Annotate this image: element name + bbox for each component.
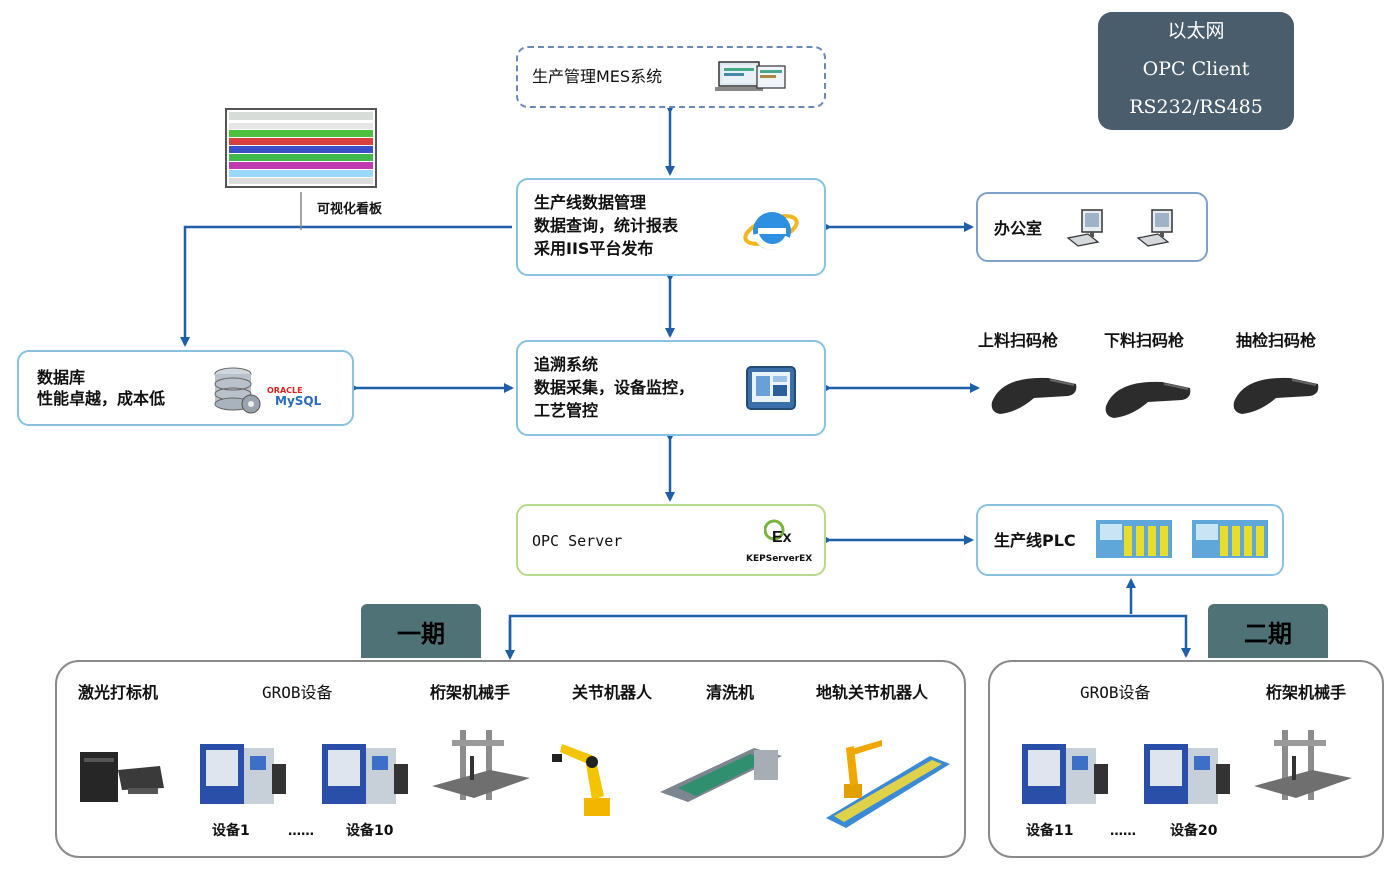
kepserver-logo-mark: Ex [772,529,792,546]
phase2-badge: 二期 [1208,604,1328,658]
grob-machine-icon [322,744,408,804]
data-mgmt-line3: 采用IIS平台发布 [534,239,654,258]
device20-label: 设备20 [1170,823,1218,839]
washer-label: 清洗机 [706,683,755,702]
device-ellipsis-phase2: …… [1110,824,1136,839]
barcode-scanner-icon [991,377,1077,414]
barcode-scanner-icon [1233,377,1319,414]
mes-label: 生产管理MES系统 [532,67,663,86]
database-line1: 数据库 [37,368,86,387]
grob-machine-icon [1144,744,1230,804]
grob-label: GROB设备 [262,683,333,702]
articulated-robot-icon [552,744,610,816]
robot-label: 关节机器人 [572,683,653,702]
legend-ethernet: 以太网 [1167,20,1225,42]
legend-box: 以太网 OPC Client RS232/RS485 [1098,12,1294,130]
database-box: 数据库 性能卓越，成本低 ORACLE MySQL [17,350,354,426]
phase1-badge: 一期 [361,604,481,658]
opc-server-box: OPC Server Ex KEPServerEX [516,504,826,576]
grob-machine-icon [1022,744,1108,804]
scanner-load-label: 上料扫码枪 [978,331,1059,350]
barcode-scanner-icon [1105,381,1191,418]
rail-robot-icon [826,740,950,828]
gantry-robot-icon [1254,730,1352,800]
dashboard-label: 可视化看板 [317,202,383,217]
legend-opc-client: OPC Client [1142,58,1250,80]
trace-line1: 追溯系统 [534,355,599,374]
rail-robot-label: 地轨关节机器人 [816,683,929,702]
device11-label: 设备11 [1026,823,1074,839]
plc-module-icon [1096,520,1172,558]
kepserver-logo-icon: Ex [764,519,792,546]
computer-icon [1066,209,1103,247]
data-mgmt-box: 生产线数据管理 数据查询，统计报表 采用IIS平台发布 [516,178,826,276]
gantry-robot-icon [432,730,530,800]
legend-serial: RS232/RS485 [1129,96,1263,118]
trace-line2: 数据采集，设备监控， [534,378,695,397]
gantry-label: 桁架机械手 [430,683,511,702]
trace-system-box: 追溯系统 数据采集，设备监控， 工艺管控 [516,340,826,436]
mes-box: 生产管理MES系统 [516,46,826,108]
data-mgmt-line2: 数据查询，统计报表 [534,216,679,235]
plc-label: 生产线PLC [994,531,1076,550]
device1-label: 设备1 [212,823,250,839]
scanner-unload-label: 下料扫码枪 [1104,331,1185,350]
grob-machine-icon [200,744,286,804]
plc-module-icon [1192,520,1268,558]
laser-marker-label: 激光打标机 [78,683,159,702]
internet-explorer-icon [743,212,799,250]
laptop-icon [715,61,786,91]
gantry-label-phase2: 桁架机械手 [1266,683,1347,702]
database-icon [214,367,261,414]
database-line2: 性能卓越，成本低 [37,389,166,408]
scanner-sample-label: 抽检扫码枪 [1236,331,1317,350]
office-box: 办公室 [976,192,1208,262]
plc-box: 生产线PLC [976,504,1284,576]
computer-icon-2 [1136,209,1173,247]
office-label: 办公室 [994,219,1043,238]
grob-label-phase2: GROB设备 [1080,683,1151,702]
trace-line3: 工艺管控 [534,401,599,420]
device-ellipsis: …… [288,824,314,839]
mysql-logo-text: MySQL [275,394,322,408]
kepserver-logo-text: KEPServerEX [746,554,813,564]
washer-machine-icon [660,748,782,802]
laser-marker-icon [80,752,164,802]
dashboard-screen-icon [225,108,377,188]
data-mgmt-line1: 生产线数据管理 [534,193,647,212]
device10-label: 设备10 [346,823,394,839]
monitor-panel-icon [746,366,796,410]
opc-server-label: OPC Server [532,532,623,550]
oracle-logo-text: ORACLE [267,386,303,395]
